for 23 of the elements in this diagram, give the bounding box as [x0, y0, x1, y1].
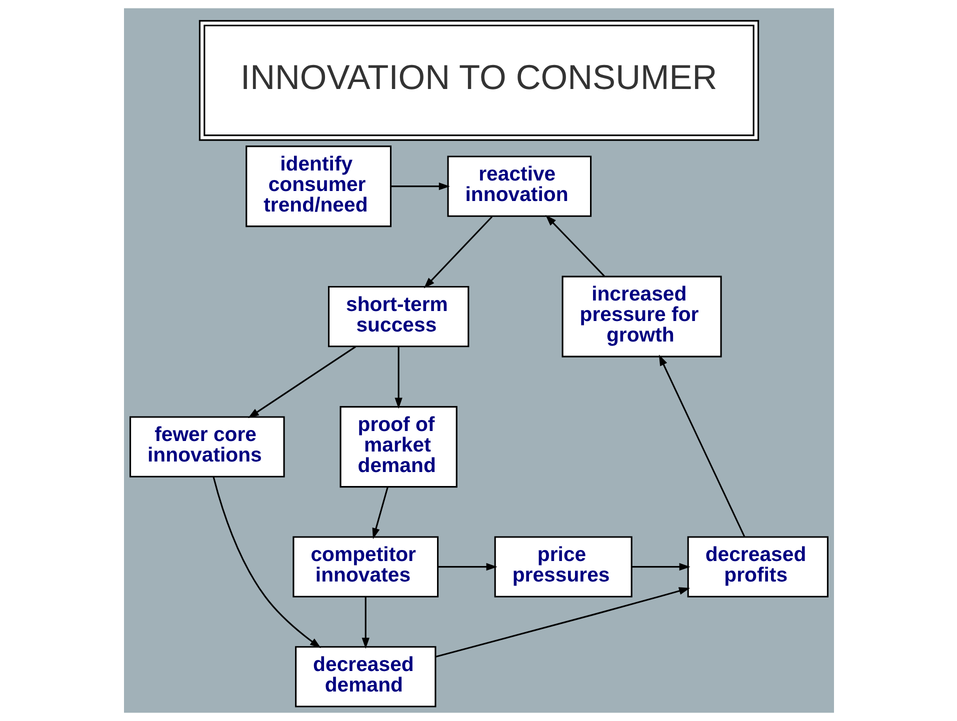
node-box: short-term success	[327, 286, 469, 348]
arrow	[212, 476, 321, 648]
node-box: reactive innovation	[446, 156, 592, 217]
arrow	[658, 354, 745, 538]
arrow	[390, 182, 450, 190]
arrow	[631, 562, 690, 571]
node-box: identify consumer trend/need	[245, 146, 392, 228]
arrow	[361, 597, 369, 649]
node-box: decreased profits	[686, 536, 828, 598]
arrow	[394, 346, 402, 409]
arrow	[372, 487, 388, 540]
arrow	[545, 215, 604, 277]
node-box: increased pressure for growth	[561, 276, 722, 358]
arrow	[434, 587, 690, 658]
diagram-title: INNOVATION TO CONSUMER	[240, 59, 717, 98]
arrow	[423, 216, 492, 288]
arrow	[248, 346, 356, 418]
node-box: price pressures	[494, 536, 632, 598]
node-box: fewer core innovations	[129, 416, 284, 478]
node-box: proof of market demand	[339, 406, 457, 488]
arrow	[438, 562, 497, 571]
node-box: decreased demand	[294, 646, 436, 708]
node-box: competitor innovates	[292, 536, 438, 598]
